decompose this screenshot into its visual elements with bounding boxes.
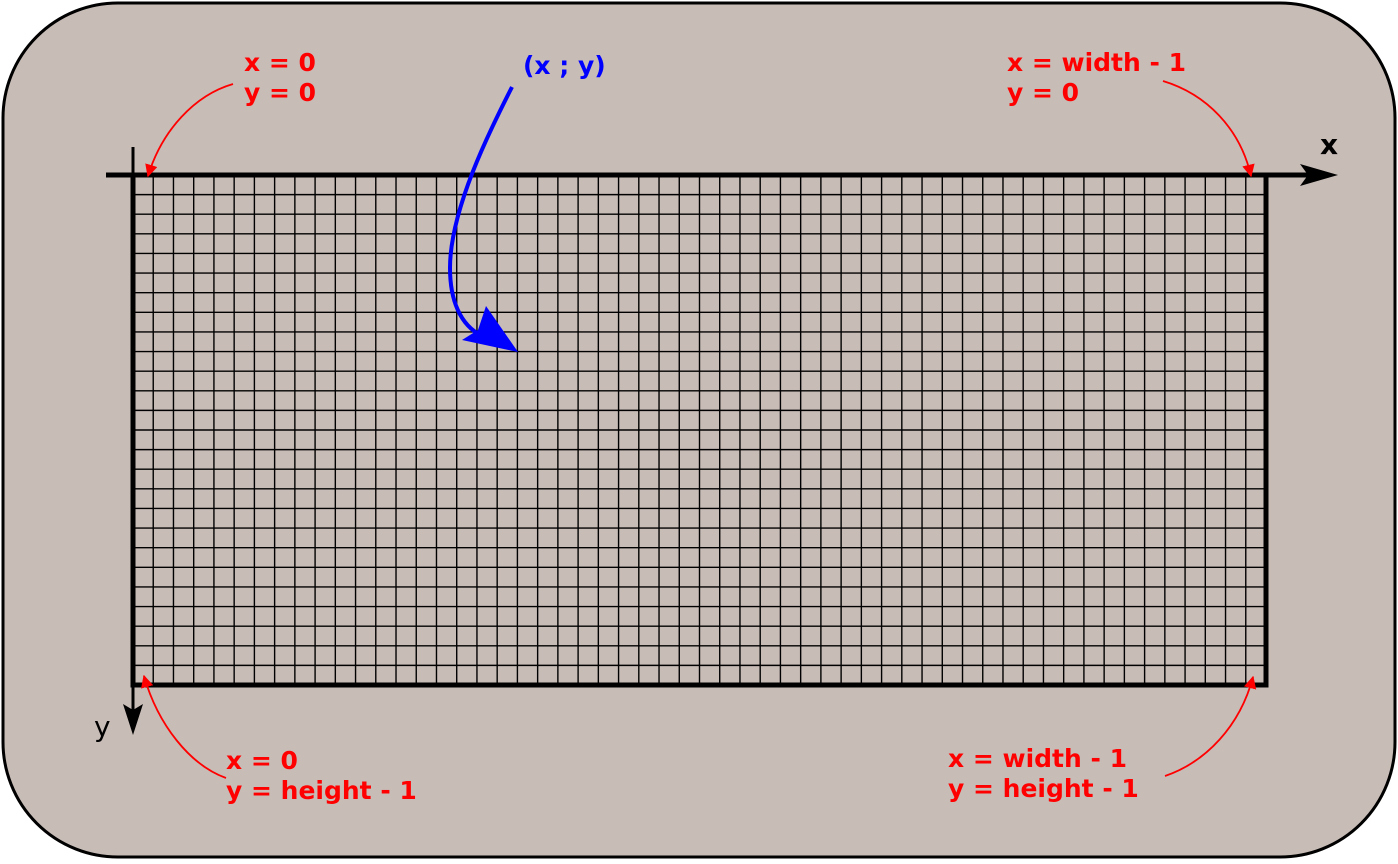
- bottom-left-annotation: x = 0 y = height - 1: [226, 746, 417, 806]
- pixel-annotation: (x ; y): [523, 51, 606, 80]
- top-left-annotation: x = 0 y = 0: [244, 48, 316, 108]
- pixel-pointer-arrowhead: [462, 306, 518, 352]
- bottom-right-corner-arrow: [1164, 675, 1257, 777]
- top-right-y-value: y = 0: [1007, 78, 1080, 107]
- top-left-y-value: y = 0: [244, 78, 317, 107]
- bottom-right-y-value: y = height - 1: [948, 774, 1139, 803]
- top-right-x-value: x = width - 1: [1007, 48, 1186, 77]
- y-axis-arrowhead: [123, 704, 143, 735]
- bottom-left-corner-arrow: [141, 674, 227, 779]
- top-right-corner-arrow: [1162, 80, 1255, 178]
- y-axis-label: y: [94, 710, 111, 743]
- bottom-right-annotation: x = width - 1 y = height - 1: [948, 744, 1139, 804]
- bottom-left-x-value: x = 0: [226, 746, 298, 775]
- top-left-corner-arrow: [145, 83, 234, 178]
- bottom-right-x-value: x = width - 1: [948, 744, 1127, 773]
- bottom-left-y-value: y = height - 1: [226, 776, 417, 805]
- pixel-pointer-arrow: [447, 86, 514, 338]
- top-left-x-value: x = 0: [244, 48, 316, 77]
- pixel-grid: [133, 175, 1266, 685]
- x-axis-arrowhead: [1300, 164, 1338, 186]
- x-axis-label: x: [1320, 128, 1339, 161]
- top-right-annotation: x = width - 1 y = 0: [1007, 48, 1186, 108]
